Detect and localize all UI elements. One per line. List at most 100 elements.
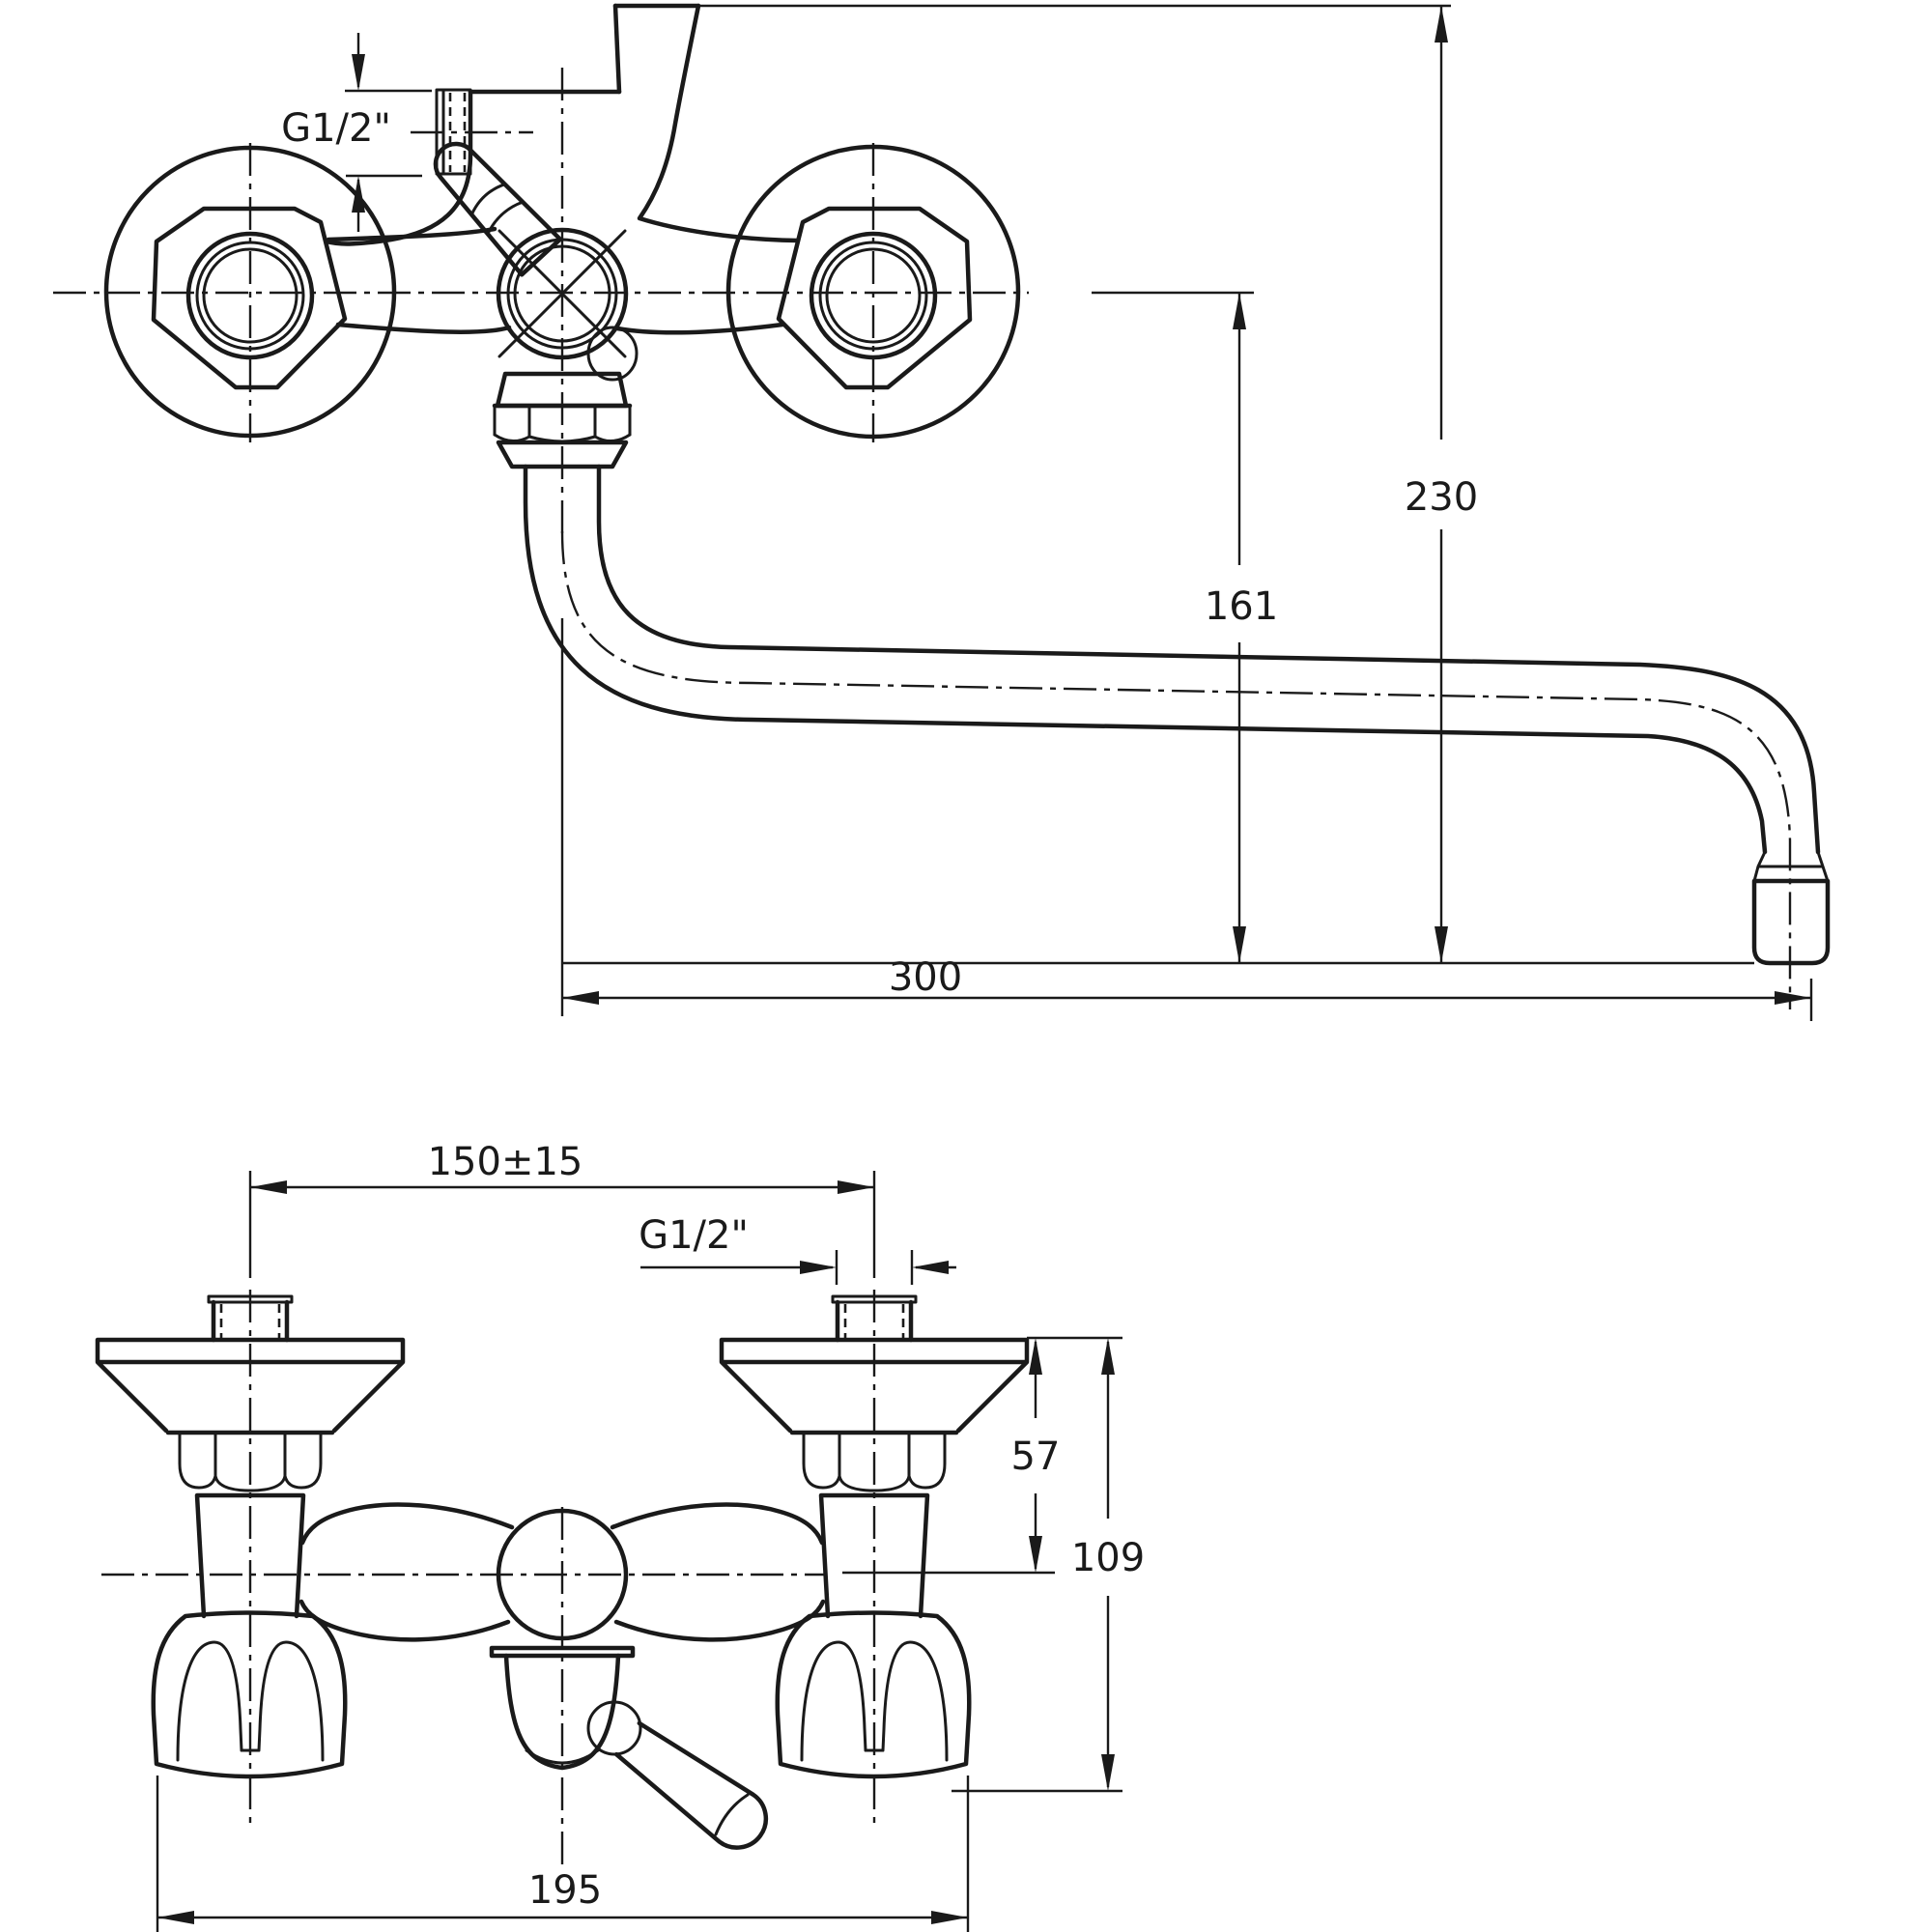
diverter-lever bbox=[586, 1700, 769, 1850]
top-view-dimensions: G1/2" 230 161 300 bbox=[281, 4, 1813, 1021]
dim-300-arrow-right bbox=[1775, 991, 1811, 1005]
left-hex-nut-bottom bbox=[178, 1431, 323, 1492]
coupling-nut bbox=[492, 371, 633, 469]
g12-extension-lines bbox=[345, 89, 432, 178]
dim-57-arrow-top bbox=[1029, 1338, 1042, 1375]
left-pipe-cap bbox=[207, 1294, 294, 1304]
top-view-centerlines bbox=[53, 68, 1792, 1009]
dim-161-arrow-top bbox=[1233, 293, 1246, 329]
spout-inner-edge bbox=[596, 464, 1821, 855]
top-view: G1/2" 230 161 300 bbox=[53, 3, 1831, 1021]
right-port-inner bbox=[825, 247, 922, 344]
thread-stub-outline bbox=[435, 88, 472, 176]
nozzle-body bbox=[1751, 878, 1831, 966]
dim-109-arrow-top bbox=[1101, 1338, 1115, 1375]
dim-label-total-height: 230 bbox=[1405, 475, 1478, 520]
left-escutcheon-trapezoid bbox=[95, 1337, 406, 1434]
dim-label-thread-bottom: G1/2" bbox=[639, 1213, 749, 1258]
right-knob-lobes bbox=[800, 1640, 949, 1762]
nut-facets bbox=[493, 404, 632, 439]
dim-57-arrow-bottom bbox=[1029, 1536, 1042, 1573]
right-inlet-assembly bbox=[719, 1294, 1030, 1779]
left-port-outer bbox=[185, 231, 315, 360]
bottom-view-centerlines bbox=[101, 1290, 876, 1869]
nut-chamfer bbox=[496, 440, 629, 469]
left-arm-top-edge bbox=[326, 226, 497, 242]
dim-label-spout-reach: 300 bbox=[889, 955, 962, 1000]
nozzle-flare bbox=[1752, 850, 1830, 883]
g12-arrow-up bbox=[352, 176, 365, 213]
left-arm-lower bbox=[298, 1599, 511, 1642]
left-body-profile bbox=[324, 89, 473, 246]
dim-g12-arrow-right bbox=[912, 1261, 949, 1274]
dim-161-arrow-bottom bbox=[1233, 926, 1246, 963]
spout bbox=[523, 464, 1831, 966]
g12-arrow-down bbox=[352, 54, 365, 91]
left-flange-circle bbox=[103, 145, 397, 439]
right-escutcheon bbox=[725, 144, 1021, 440]
dim-label-wall-to-axis: 57 bbox=[1011, 1435, 1061, 1479]
right-arm-lower bbox=[613, 1599, 826, 1642]
right-flange-circle bbox=[725, 144, 1021, 440]
left-knob-lobes bbox=[176, 1640, 325, 1762]
left-bonnet bbox=[194, 1492, 306, 1619]
dim-label-body-width: 195 bbox=[528, 1868, 602, 1913]
dim-195-arrow-right bbox=[931, 1911, 968, 1924]
left-escutcheon bbox=[103, 145, 397, 439]
right-body-profile bbox=[637, 3, 801, 243]
bottom-view: 150±15 G1/2" 57 109 195 bbox=[95, 1140, 1145, 1932]
dim-195-extensions bbox=[156, 1776, 970, 1932]
diverter-collar bbox=[489, 1645, 636, 1659]
lever-outline bbox=[433, 141, 563, 277]
body-arms bbox=[324, 3, 801, 335]
dim-label-thread-top: G1/2" bbox=[281, 106, 391, 151]
dim-195-arrow-left bbox=[157, 1911, 194, 1924]
central-hub bbox=[496, 227, 639, 382]
dim-150-arrow-left bbox=[250, 1180, 287, 1194]
bottom-view-dimensions: 150±15 G1/2" 57 109 195 bbox=[156, 1140, 1145, 1932]
left-knob-outline bbox=[151, 1610, 348, 1779]
right-arm-upper bbox=[610, 1502, 825, 1546]
dim-300-arrow-left bbox=[562, 991, 599, 1005]
lever-top-view bbox=[433, 141, 563, 277]
left-port-mid bbox=[195, 241, 305, 351]
right-port-outer bbox=[809, 231, 938, 360]
spout-outer-edge bbox=[523, 464, 1768, 855]
left-arm-bottom-edge bbox=[335, 322, 512, 334]
dim-g12-arrow-left bbox=[800, 1261, 837, 1274]
right-pipe-cap bbox=[831, 1294, 918, 1304]
right-pipe-threads bbox=[843, 1304, 905, 1340]
dim-label-wall-to-handle: 109 bbox=[1071, 1536, 1145, 1580]
right-knob-outline bbox=[775, 1610, 972, 1779]
hub-cross bbox=[497, 229, 627, 358]
diverter-cup bbox=[503, 1653, 621, 1771]
left-pipe-sides bbox=[211, 1299, 290, 1343]
bottom-hub-circle bbox=[496, 1508, 629, 1641]
lever-grip bbox=[613, 1720, 769, 1850]
right-escutcheon-trapezoid bbox=[719, 1337, 1030, 1434]
bottom-central-hub bbox=[298, 1502, 826, 1771]
shower-stub-left-edge bbox=[612, 3, 622, 95]
dim-109-arrow-bottom bbox=[1101, 1754, 1115, 1791]
lever-ring-1 bbox=[469, 183, 507, 216]
lever-grip-cap-line bbox=[714, 1793, 750, 1836]
hub-ring-inner bbox=[513, 244, 611, 343]
hub-screw-ball bbox=[586, 326, 639, 382]
dim-label-axis-height: 161 bbox=[1205, 584, 1278, 629]
dim-150-arrow-right bbox=[838, 1180, 874, 1194]
right-pipe-sides bbox=[835, 1299, 914, 1343]
thread-stub bbox=[435, 88, 472, 176]
left-port-inner bbox=[202, 247, 298, 344]
right-bonnet bbox=[818, 1492, 930, 1619]
right-hex-nut bbox=[776, 206, 973, 390]
left-pipe-threads bbox=[219, 1304, 281, 1340]
right-arm-bottom-edge bbox=[614, 322, 785, 335]
hub-ring-outer bbox=[496, 227, 629, 360]
diverter-cup-rim bbox=[525, 1748, 600, 1765]
right-hex-nut-bottom bbox=[802, 1431, 947, 1492]
right-port-mid bbox=[818, 241, 928, 351]
dim-230-arrow-bottom bbox=[1435, 926, 1448, 963]
lever-ring-2 bbox=[486, 200, 525, 236]
